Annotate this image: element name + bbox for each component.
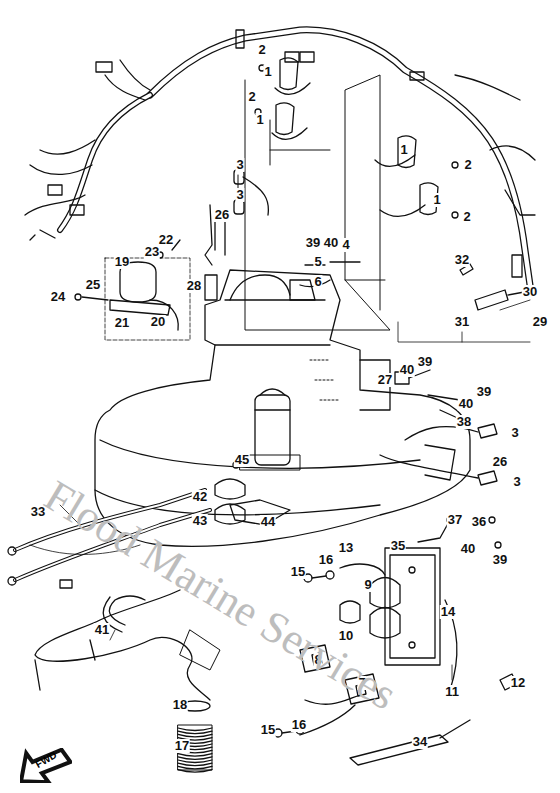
callout-number: 4	[341, 238, 350, 252]
direction-arrow: FWD	[20, 748, 72, 783]
callout-number: 40	[458, 397, 474, 411]
callout-number: 29	[532, 315, 548, 329]
callout-number: 1	[399, 143, 408, 157]
callout-number: 3	[512, 475, 521, 489]
callout-number: 19	[114, 255, 130, 269]
callout-number: 17	[174, 739, 190, 753]
callout-number: 39	[492, 553, 508, 567]
callout-number: 5	[313, 255, 322, 269]
callout-number: 1	[263, 65, 272, 79]
callout-number: 35	[390, 539, 406, 553]
callout-number: 3	[235, 188, 244, 202]
callout-number: 45	[234, 453, 250, 467]
plug-caps	[215, 170, 497, 485]
callout-number: 6	[313, 275, 322, 289]
callout-number: 41	[94, 623, 110, 637]
wire-harness	[25, 30, 535, 285]
callout-number: 2	[463, 158, 472, 172]
callout-number: 18	[172, 698, 188, 712]
callout-number: 3	[235, 158, 244, 172]
callout-number: 26	[214, 208, 230, 222]
callout-number: 15	[290, 565, 306, 579]
callout-number: 23	[144, 245, 160, 259]
callout-number: 12	[510, 676, 526, 690]
callout-number: 39	[476, 385, 492, 399]
callout-number: 24	[50, 290, 66, 304]
callout-number: 3	[510, 426, 519, 440]
rectifier	[75, 258, 190, 340]
callout-number: 42	[192, 490, 208, 504]
engine-block	[95, 270, 470, 546]
callout-number: 15	[260, 723, 276, 737]
callout-number: 40	[399, 363, 415, 377]
callout-number: 1	[255, 113, 264, 127]
callout-number: 40	[323, 236, 339, 250]
callout-number: 36	[471, 515, 487, 529]
callout-number: 28	[186, 279, 202, 293]
callout-number: 27	[377, 373, 393, 387]
callout-number: 2	[247, 90, 256, 104]
callout-number: 43	[192, 514, 208, 528]
ignition-coils	[255, 58, 458, 218]
callout-number: 14	[440, 605, 456, 619]
callout-number: 34	[412, 735, 428, 749]
callout-number: 32	[454, 253, 470, 267]
callout-number: 44	[260, 515, 276, 529]
callout-number: 20	[150, 315, 166, 329]
callout-number: 30	[522, 285, 538, 299]
callout-number: 22	[158, 233, 174, 247]
callout-number: 25	[85, 278, 101, 292]
callout-number: 1	[432, 193, 441, 207]
callout-number: 21	[114, 316, 130, 330]
callout-number: 16	[291, 718, 307, 732]
watermark: Flood Marine Services	[36, 470, 406, 720]
callout-number: 2	[462, 210, 471, 224]
callout-number: 16	[318, 553, 334, 567]
callout-number: 31	[454, 315, 470, 329]
bracket-frame	[238, 75, 390, 330]
callout-number: 38	[456, 415, 472, 429]
callout-number: 11	[444, 685, 460, 699]
callout-number: 13	[338, 541, 354, 555]
grommet-bracket	[215, 462, 290, 525]
callout-number: 39	[305, 236, 321, 250]
callout-number: 40	[460, 542, 476, 556]
callout-number: 39	[417, 355, 433, 369]
callout-number: 37	[447, 513, 463, 527]
callout-number: 9	[363, 578, 372, 592]
misc-parts	[157, 205, 535, 310]
callout-number: 2	[257, 43, 266, 57]
callout-number: 26	[492, 455, 508, 469]
